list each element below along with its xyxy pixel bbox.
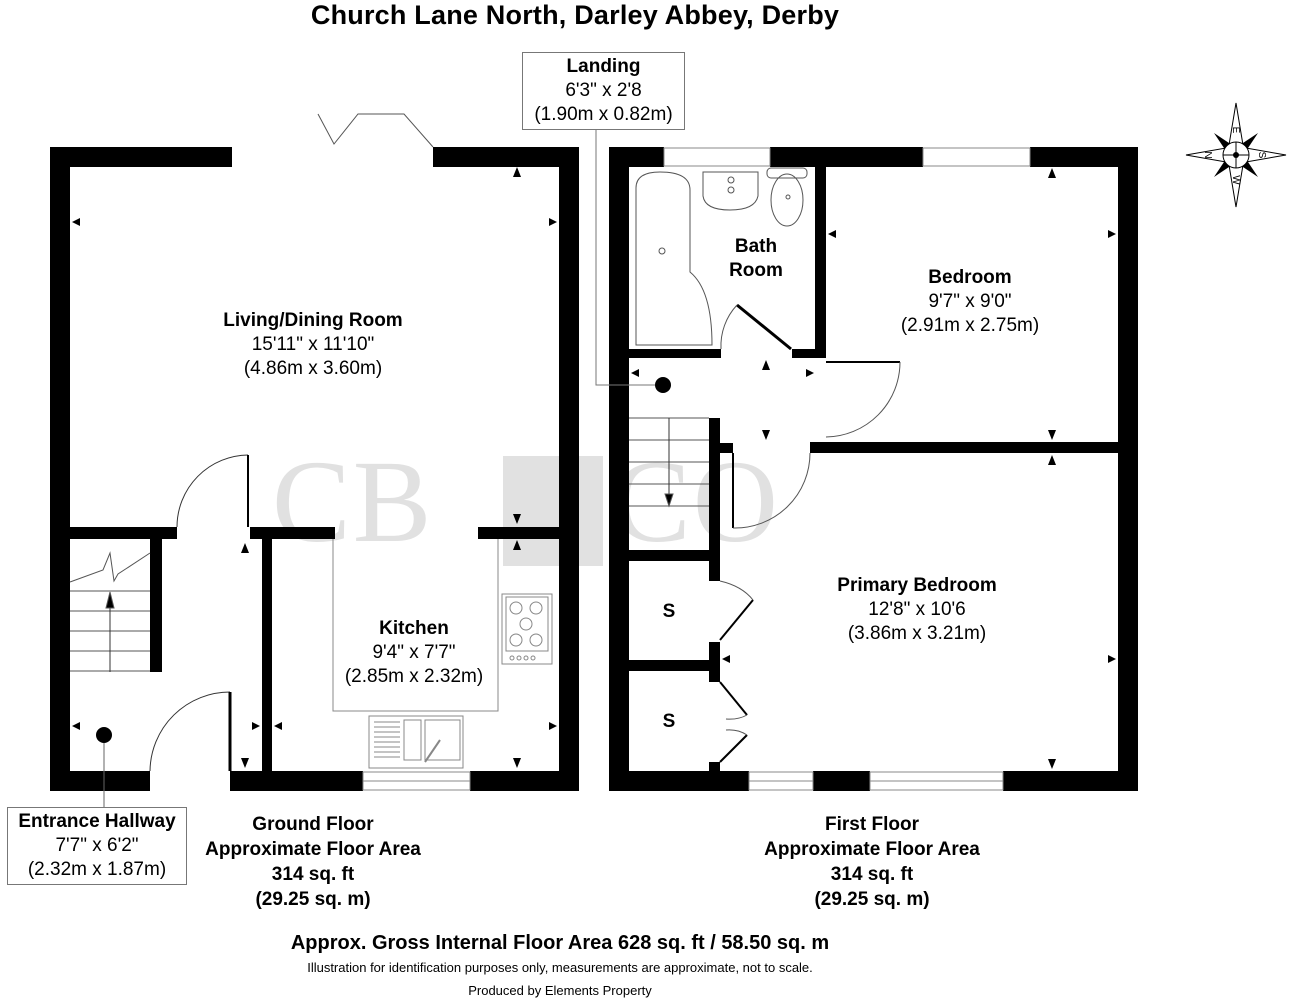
floor-area-label: Approximate Floor Area bbox=[764, 839, 980, 860]
room-bedroom: Bedroom 9'7" x 9'0" (2.91m x 2.75m) bbox=[901, 266, 1039, 338]
room-living-dining: Living/Dining Room 15'11" x 11'10" (4.86… bbox=[223, 309, 402, 381]
watermark-left: CB bbox=[272, 436, 434, 567]
kitchen-window bbox=[362, 771, 471, 791]
kitchen-worktop bbox=[332, 539, 553, 769]
watermark-right: CO bbox=[612, 436, 780, 567]
bathroom-fixtures bbox=[635, 167, 808, 346]
room-name: Primary Bedroom bbox=[837, 575, 997, 596]
svg-text:W: W bbox=[1230, 175, 1241, 185]
floor-area-label: Approximate Floor Area bbox=[205, 839, 421, 860]
label-entrance-hallway: Entrance Hallway 7'7" x 6'2" (2.32m x 1.… bbox=[7, 807, 187, 885]
dimension-arrows-first bbox=[631, 168, 1116, 769]
plan-title: Church Lane North, Darley Abbey, Derby bbox=[310, 0, 840, 30]
room-name: Entrance Hallway bbox=[18, 811, 176, 832]
disclaimer: Illustration for identification purposes… bbox=[307, 960, 813, 975]
floor-name: Ground Floor bbox=[252, 814, 374, 835]
room-name: Living/Dining Room bbox=[223, 310, 403, 331]
compass-rose-icon: E S W N bbox=[1185, 102, 1287, 208]
floor-area-sqft: 314 sq. ft bbox=[271, 864, 355, 885]
room-name: Bedroom bbox=[928, 267, 1012, 288]
room-metric: (3.86m x 3.21m) bbox=[847, 623, 987, 644]
ground-floor-walls bbox=[50, 147, 579, 791]
room-name: Bath bbox=[734, 236, 778, 257]
room-name: S bbox=[662, 711, 676, 732]
ground-stairs bbox=[69, 551, 151, 672]
room-imperial: 7'7" x 6'2" bbox=[55, 835, 139, 856]
room-metric: (4.86m x 3.60m) bbox=[243, 358, 383, 379]
room-name: S bbox=[662, 601, 676, 622]
room-imperial: 9'4" x 7'7" bbox=[372, 642, 456, 663]
floor-area-sqm: (29.25 sq. m) bbox=[255, 889, 371, 910]
room-bathroom: Bath Room bbox=[729, 235, 783, 283]
first-floor-walls bbox=[609, 147, 1138, 791]
room-metric: (1.90m x 0.82m) bbox=[534, 104, 673, 125]
storage-doors bbox=[719, 580, 754, 763]
gross-area: Approx. Gross Internal Floor Area 628 sq… bbox=[290, 932, 830, 954]
dimension-arrows-ground bbox=[72, 167, 557, 768]
room-name: Kitchen bbox=[379, 618, 449, 639]
front-door bbox=[149, 691, 232, 772]
room-storage-2: S bbox=[663, 710, 676, 734]
first-floor-stairs bbox=[629, 417, 709, 508]
room-imperial: 15'11" x 11'10" bbox=[251, 334, 375, 355]
room-name: Room bbox=[729, 260, 783, 281]
room-metric: (2.32m x 1.87m) bbox=[27, 859, 167, 880]
room-imperial: 6'3" x 2'8 bbox=[565, 80, 642, 101]
floor-area-sqft: 314 sq. ft bbox=[830, 864, 914, 885]
room-storage-1: S bbox=[663, 600, 676, 624]
living-door bbox=[176, 454, 249, 528]
label-landing: Landing 6'3" x 2'8 (1.90m x 0.82m) bbox=[522, 52, 685, 130]
room-name: Landing bbox=[566, 56, 641, 77]
svg-text:N: N bbox=[1202, 151, 1213, 158]
first-floor-windows bbox=[663, 147, 1031, 791]
floor-name: First Floor bbox=[825, 814, 919, 835]
floor-area-sqm: (29.25 sq. m) bbox=[814, 889, 930, 910]
svg-text:S: S bbox=[1256, 152, 1267, 159]
room-primary-bedroom: Primary Bedroom 12'8" x 10'6 (3.86m x 3.… bbox=[837, 574, 996, 646]
svg-text:E: E bbox=[1230, 127, 1241, 134]
room-imperial: 9'7" x 9'0" bbox=[928, 291, 1012, 312]
room-imperial: 12'8" x 10'6 bbox=[868, 599, 966, 620]
room-metric: (2.85m x 2.32m) bbox=[344, 666, 484, 687]
patio-door bbox=[317, 113, 434, 148]
room-kitchen: Kitchen 9'4" x 7'7" (2.85m x 2.32m) bbox=[345, 617, 483, 689]
first-floor-summary: First Floor Approximate Floor Area 314 s… bbox=[764, 812, 980, 912]
ground-floor-summary: Ground Floor Approximate Floor Area 314 … bbox=[205, 812, 421, 912]
producer-credit: Produced by Elements Property bbox=[468, 983, 652, 998]
room-metric: (2.91m x 2.75m) bbox=[900, 315, 1040, 336]
